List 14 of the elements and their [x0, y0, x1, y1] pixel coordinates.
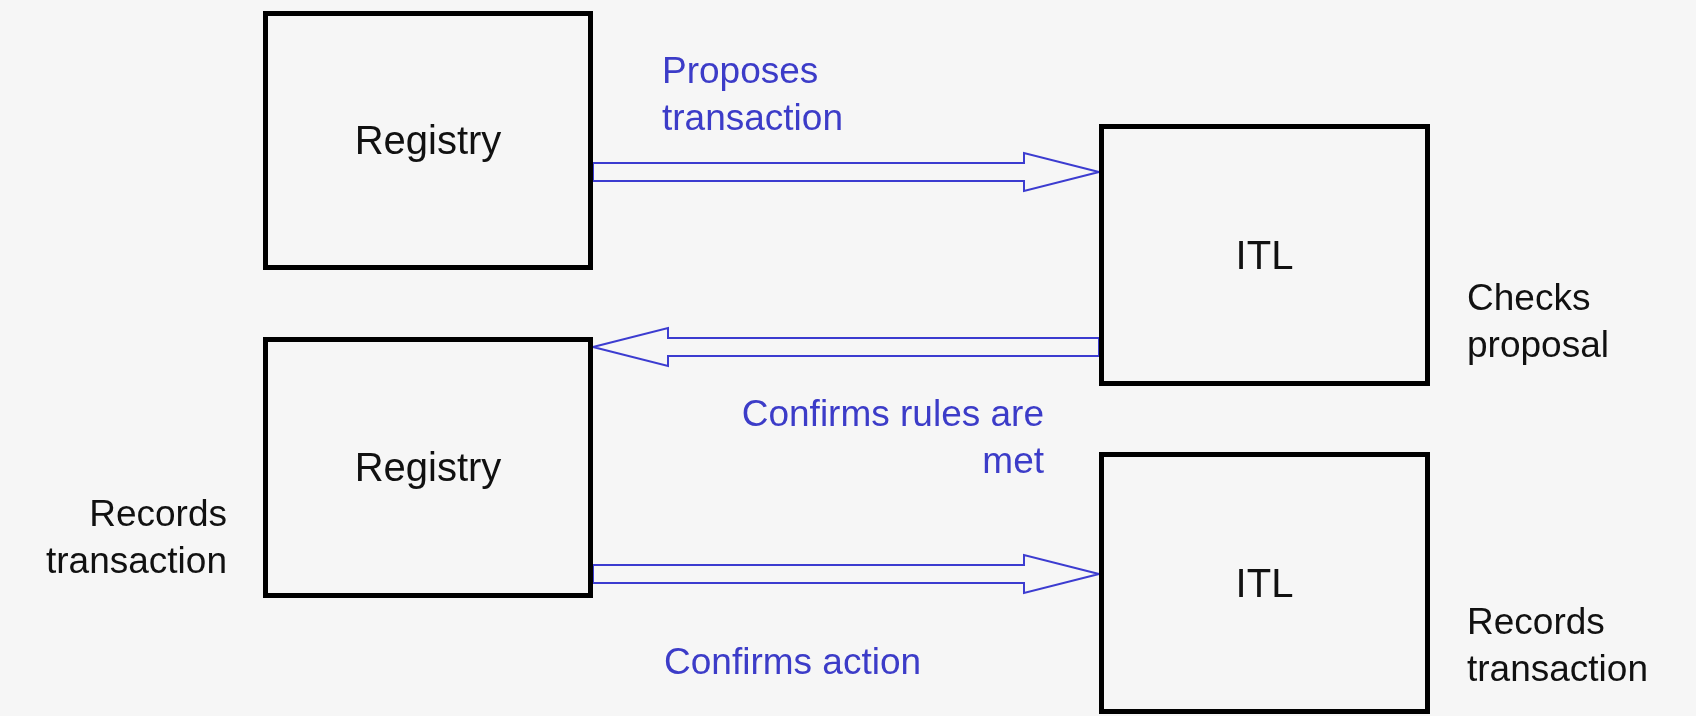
- process-box: [263, 337, 593, 598]
- box-label: Registry: [354, 445, 502, 490]
- box-label: Registry: [354, 118, 502, 163]
- block-arrow: [592, 553, 1100, 595]
- annotation: Records transaction: [45, 492, 227, 583]
- block-arrow: [592, 326, 1100, 368]
- box-label: ITL: [1235, 560, 1294, 606]
- box-label: ITL: [1235, 232, 1294, 278]
- annotation: Checks proposal: [1467, 276, 1610, 367]
- block-arrow: [592, 151, 1100, 193]
- process-box: [1099, 452, 1430, 714]
- annotation: Records transaction: [1467, 600, 1649, 691]
- process-box: [1099, 124, 1430, 386]
- process-box: [263, 11, 593, 270]
